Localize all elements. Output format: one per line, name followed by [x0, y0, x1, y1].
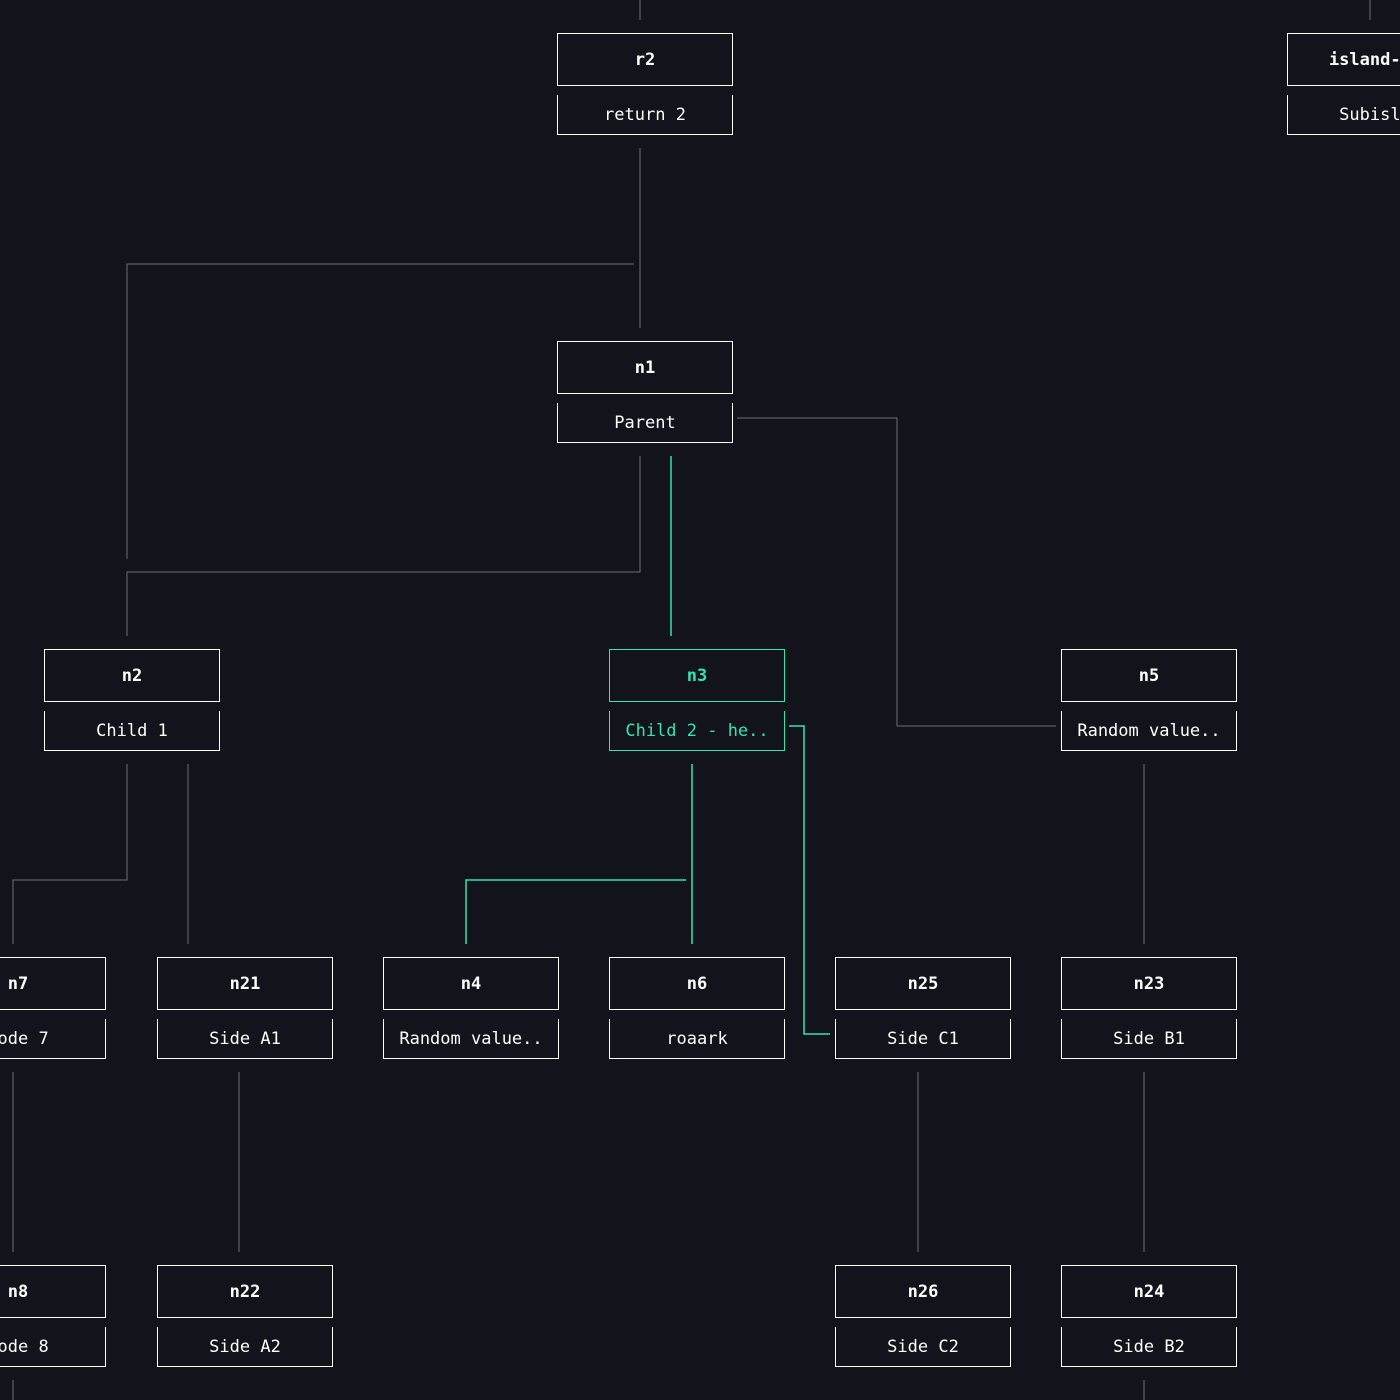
node-id: n1 [557, 341, 733, 394]
node-id: n26 [835, 1265, 1011, 1318]
edge-n3-to-n4 [465, 879, 686, 944]
node-n25[interactable]: n25 Side C1 [835, 957, 1011, 1061]
node-id: n3 [609, 649, 785, 702]
node-id: n25 [835, 957, 1011, 1010]
node-label: Child 1 [44, 711, 220, 751]
node-n24[interactable]: n24 Side B2 [1061, 1265, 1237, 1369]
node-id: island-ch [1287, 33, 1400, 86]
node-n5[interactable]: n5 Random value.. [1061, 649, 1237, 753]
node-id: n6 [609, 957, 785, 1010]
node-label: Node 7 [0, 1019, 106, 1059]
node-id: n23 [1061, 957, 1237, 1010]
node-id: r2 [557, 33, 733, 86]
node-n23[interactable]: n23 Side B1 [1061, 957, 1237, 1061]
edge-n2-to-n7 [12, 764, 128, 944]
node-label: Side C2 [835, 1327, 1011, 1367]
edge-n1-to-n5 [737, 417, 1056, 727]
node-id: n8 [0, 1265, 106, 1318]
node-label: Parent [557, 403, 733, 443]
node-label: Random value.. [383, 1019, 559, 1059]
node-island-ch[interactable]: island-ch Subisla [1287, 33, 1400, 137]
node-r2[interactable]: r2 return 2 [557, 33, 733, 137]
node-label: Node 8 [0, 1327, 106, 1367]
node-n4[interactable]: n4 Random value.. [383, 957, 559, 1061]
node-label: Child 2 - he.. [609, 711, 785, 751]
edge-r2-to-n2 [126, 263, 634, 559]
node-n7[interactable]: n7 Node 7 [0, 957, 106, 1061]
edge-n1-to-n2 [126, 456, 641, 636]
node-n1[interactable]: n1 Parent [557, 341, 733, 445]
node-label: return 2 [557, 95, 733, 135]
node-label: Side A2 [157, 1327, 333, 1367]
node-label: Subisla [1287, 95, 1400, 135]
node-label: Side B2 [1061, 1327, 1237, 1367]
node-id: n24 [1061, 1265, 1237, 1318]
node-label: Random value.. [1061, 711, 1237, 751]
node-n21[interactable]: n21 Side A1 [157, 957, 333, 1061]
node-n8[interactable]: n8 Node 8 [0, 1265, 106, 1369]
node-id: n4 [383, 957, 559, 1010]
node-n6[interactable]: n6 roaark [609, 957, 785, 1061]
node-n22[interactable]: n22 Side A2 [157, 1265, 333, 1369]
node-id: n21 [157, 957, 333, 1010]
node-id: n7 [0, 957, 106, 1010]
node-id: n5 [1061, 649, 1237, 702]
node-label: Side B1 [1061, 1019, 1237, 1059]
node-label: Side C1 [835, 1019, 1011, 1059]
node-n2[interactable]: n2 Child 1 [44, 649, 220, 753]
edge-n3-to-n25 [789, 725, 830, 1035]
node-label: roaark [609, 1019, 785, 1059]
node-id: n22 [157, 1265, 333, 1318]
node-id: n2 [44, 649, 220, 702]
node-label: Side A1 [157, 1019, 333, 1059]
node-n26[interactable]: n26 Side C2 [835, 1265, 1011, 1369]
node-n3[interactable]: n3 Child 2 - he.. [609, 649, 785, 753]
